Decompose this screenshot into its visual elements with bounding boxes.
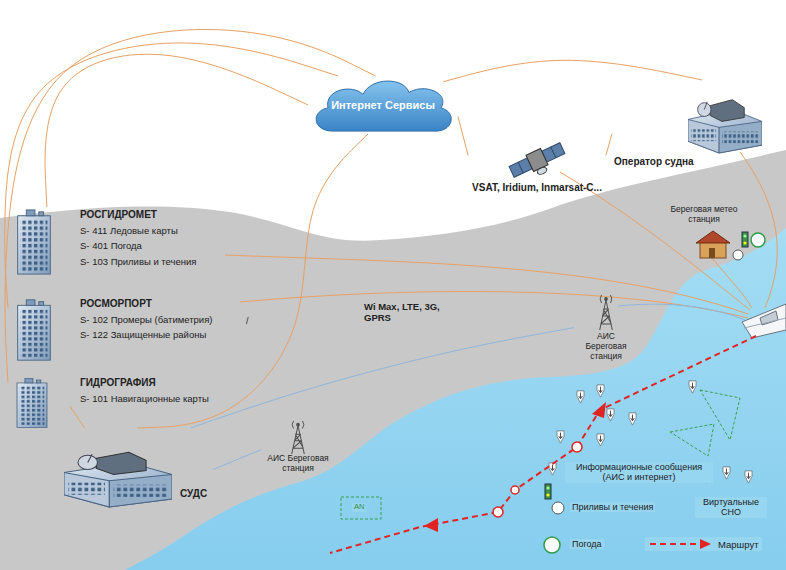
connector-line: [70, 406, 85, 428]
ais-tower: [292, 421, 305, 454]
land-area: [0, 150, 786, 570]
connector-line: [443, 60, 702, 82]
text-label: /: [244, 316, 251, 326]
legend-sample: [648, 538, 714, 550]
ship-icon: [742, 304, 786, 338]
site-node: АИС Береговая станция: [261, 418, 335, 476]
node-title: РОСГИДРОМЕТ: [80, 209, 197, 221]
connector-line: [138, 134, 368, 428]
node-text: S- 401 Погода: [80, 241, 197, 252]
text-label: Приливы и течения: [570, 502, 655, 512]
text-label: AN: [352, 503, 366, 512]
connector-line: [5, 29, 375, 382]
link-line: [618, 304, 745, 320]
building-icon: [17, 378, 47, 427]
area-outline: [700, 390, 740, 440]
site-node: РОСГИДРОМЕТ S- 411 Ледовые карты S- 401 По…: [8, 207, 203, 270]
node-title: АИС Береговая станция: [576, 332, 636, 361]
satellite-icon: [508, 140, 569, 185]
node-title: РОСМОРПОРТ: [80, 298, 212, 310]
cloud-outline: [316, 81, 451, 131]
site-node: ГИДРОГРАФИЯ S- 101 Навигационные карты: [8, 375, 215, 406]
area-outline: [341, 497, 381, 519]
link-line: [712, 258, 752, 308]
node-text: S- 103 Приливы и течения: [80, 257, 197, 268]
connector-line: [458, 117, 468, 156]
node-title: Интернет Сервисы: [331, 99, 435, 112]
site-node: СУДС: [62, 428, 213, 504]
building-icon: [688, 100, 762, 153]
node-text: S- 102 Промеры (батиметрия): [80, 315, 212, 326]
building-icon: [18, 300, 51, 360]
legend-row: Маршрут: [645, 537, 762, 551]
ais-tower: [600, 295, 613, 330]
text-label: Виртуальные СНО: [695, 497, 767, 518]
node-text: S- 411 Ледовые карты: [80, 226, 197, 237]
building-icon: [18, 210, 51, 274]
text-label: Погода: [570, 539, 604, 549]
node-title: VSAT, Iridium, Inmarsat-C...: [472, 182, 602, 194]
buoy-symbols: [549, 381, 752, 483]
legend-text: Маршрут: [718, 539, 759, 550]
text-label: Информационные сообщения (АИС и интернет…: [565, 462, 713, 483]
node-title: СУДС: [180, 488, 207, 500]
node-text: S- 122 Защищенные районы: [80, 330, 212, 341]
sea-area: [125, 228, 786, 570]
node-title: Оператор судна: [614, 156, 758, 168]
link-line: [225, 255, 748, 314]
site-node: РОСМОРПОРТ S- 102 Промеры (батиметрия) S- …: [8, 296, 218, 343]
connector-line: [190, 328, 574, 428]
building-icon: [64, 452, 172, 507]
node-title: Береговая метео станция: [665, 205, 743, 225]
connector-line: [606, 134, 612, 156]
connector-line: [213, 450, 261, 470]
site-node: VSAT, Iridium, Inmarsat-C...: [468, 138, 606, 196]
node-title: ГИДРОГРАФИЯ: [80, 377, 209, 389]
weather-symbol: [733, 232, 765, 260]
site-node: Оператор судна: [612, 80, 762, 170]
site-node: АИС Береговая станция: [574, 292, 638, 363]
area-outline: [670, 424, 714, 456]
node-text: S- 101 Навигационные карты: [80, 394, 209, 405]
house-icon: [696, 231, 730, 258]
virtual-aton-areas: [341, 390, 740, 519]
cloud-node: Интернет Сервисы: [308, 76, 458, 134]
node-title: АИС Береговая станция: [263, 454, 333, 474]
sea-symbols: [544, 484, 564, 553]
connector-line: [45, 54, 308, 207]
link-line: [740, 152, 777, 308]
route-line: [330, 336, 756, 553]
text-label: Wi Max, LTE, 3G, GPRS: [362, 302, 458, 324]
site-node: Береговая метео станция: [663, 203, 745, 255]
